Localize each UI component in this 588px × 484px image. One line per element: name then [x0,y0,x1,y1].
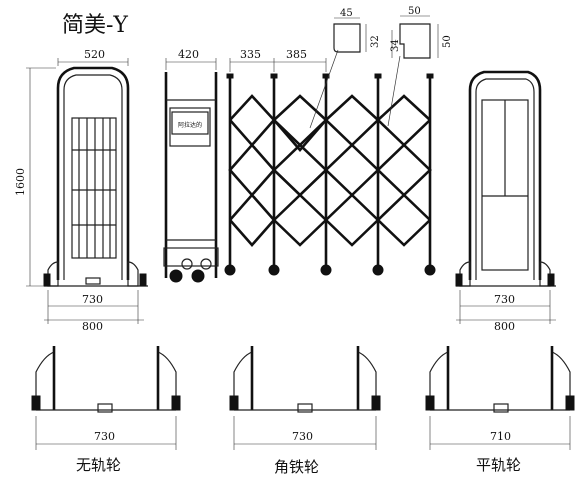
variant-2-width: 730 [292,430,313,443]
dim-335: 335 [240,48,261,61]
dim-420: 420 [178,48,199,61]
dim-50-side: 50 [442,35,453,48]
control-head [163,58,219,283]
front-view-left [26,58,148,324]
variant-angle-rail [229,346,381,450]
scissor-lattice [224,49,436,276]
dim-32: 32 [370,35,381,48]
dim-730-left: 730 [82,293,103,306]
variant-1-width: 730 [94,430,115,443]
dim-1600: 1600 [14,168,27,196]
variant-1-label: 无轨轮 [76,456,121,474]
dim-800-left: 800 [82,320,103,333]
dim-520: 520 [84,48,105,61]
dim-730-right: 730 [494,293,515,306]
drawing-title: 简美-Y [62,13,128,38]
variant-flat-rail [425,346,575,450]
dim-34: 34 [390,39,401,52]
profile-detail-1 [333,17,367,53]
dim-385: 385 [286,48,307,61]
dim-50-top: 50 [408,6,421,17]
front-view-right [455,70,556,324]
variant-3-label: 平轨轮 [476,456,521,474]
variant-3-width: 710 [490,430,511,443]
dim-800-right: 800 [494,320,515,333]
variant-no-rail [31,346,181,450]
profile-detail-2 [391,15,439,59]
control-panel-sign: 阿拉达的 [178,121,202,129]
dim-45: 45 [340,8,353,19]
variant-2-label: 角铁轮 [274,458,319,476]
